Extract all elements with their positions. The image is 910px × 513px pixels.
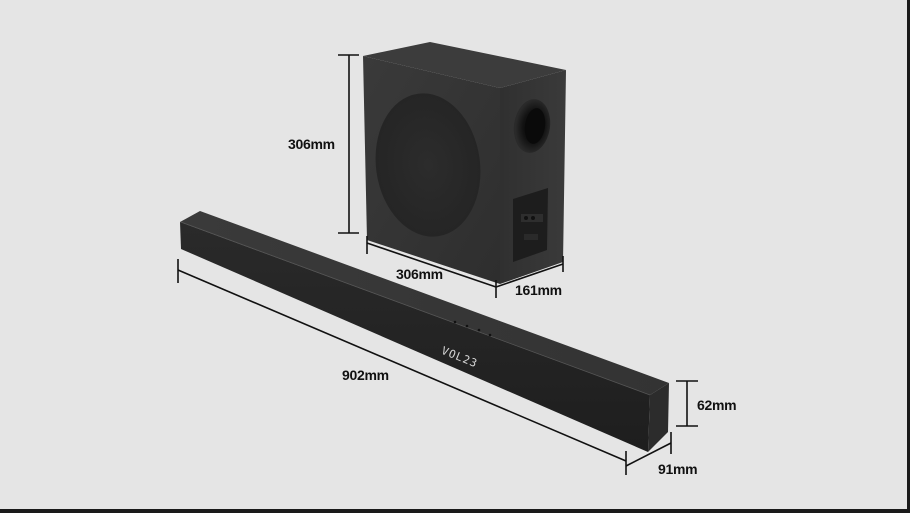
bar-width-line	[177, 269, 627, 462]
soundbar-width-label: 902mm	[342, 367, 389, 383]
subwoofer-width-label: 306mm	[396, 266, 443, 282]
control-button	[465, 324, 469, 328]
sub-width-line	[366, 242, 497, 288]
subwoofer-depth-label: 161mm	[515, 282, 562, 298]
control-button	[477, 328, 481, 332]
soundbar-front	[180, 222, 650, 452]
soundbar-top	[180, 211, 669, 395]
dimension-lines	[177, 54, 698, 475]
subwoofer-driver-grille	[375, 93, 481, 237]
control-button	[453, 320, 457, 324]
soundbar	[180, 211, 669, 452]
subwoofer-top	[363, 42, 566, 88]
power-socket	[524, 234, 538, 240]
bar-depth-line	[625, 442, 672, 467]
subwoofer	[363, 42, 566, 284]
sub-depth-line	[495, 263, 564, 288]
subwoofer-height-label: 306mm	[288, 136, 335, 152]
soundbar-height-label: 62mm	[697, 397, 737, 413]
connection-panel	[513, 188, 548, 262]
control-button	[488, 333, 492, 337]
soundbar-end	[648, 383, 669, 452]
soundbar-depth-label: 91mm	[658, 461, 698, 477]
